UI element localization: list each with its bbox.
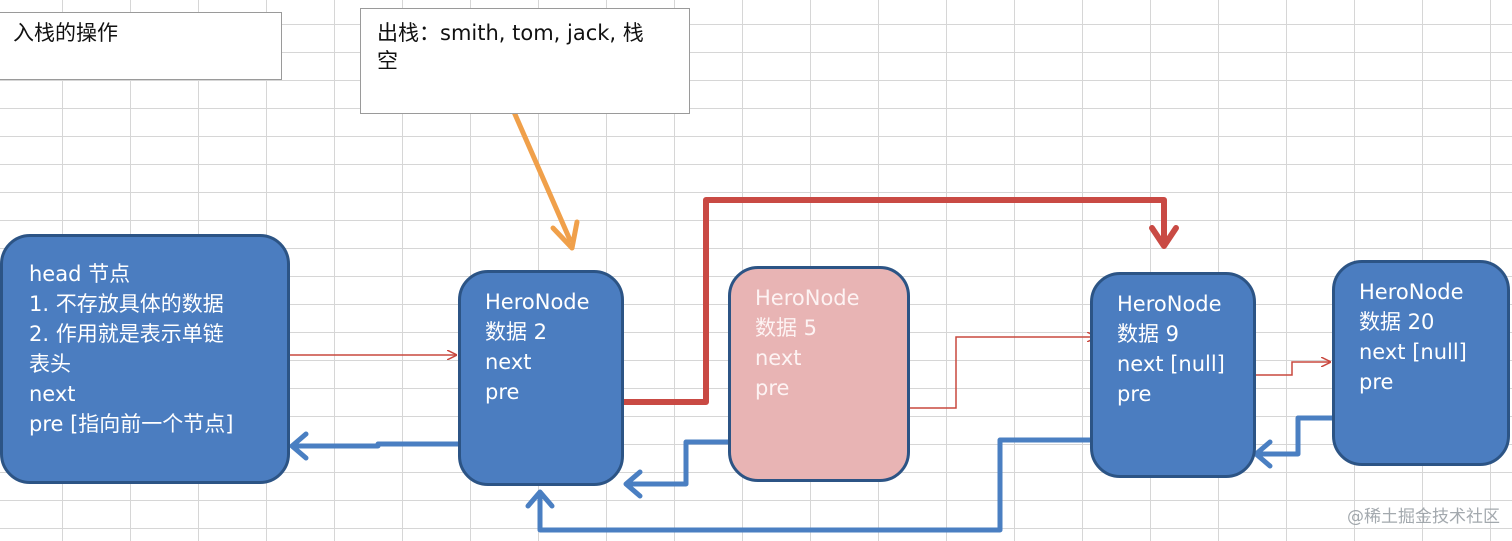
node9-pre-arrow: [525, 437, 1092, 533]
node-2-next: next: [485, 350, 532, 374]
hero-node-5-removed: HeroNode 数据 5 next pre: [728, 266, 910, 482]
node2-pre-arrow: [289, 431, 458, 461]
head-node-title: head 节点: [29, 262, 131, 286]
node-9-type: HeroNode: [1117, 292, 1222, 316]
node-5-data: 数据 5: [755, 316, 818, 340]
node-5-pre: pre: [755, 376, 790, 400]
node9-next-arrow: [1255, 362, 1330, 376]
head-node-next: next: [29, 382, 76, 406]
node-2-pre: pre: [485, 380, 520, 404]
head-node-desc-3: 表头: [29, 352, 71, 376]
node20-pre-arrow: [1253, 415, 1334, 469]
head-node: head 节点 1. 不存放具体的数据 2. 作用就是表示单链 表头 next …: [0, 234, 290, 484]
node-20-data: 数据 20: [1359, 310, 1435, 334]
push-note-title: 入栈的操作: [13, 21, 118, 45]
hero-node-9: HeroNode 数据 9 next [null] pre: [1090, 272, 1256, 478]
node-9-pre: pre: [1117, 382, 1152, 406]
pop-note-line-2: 空: [377, 49, 398, 73]
push-note: 入栈的操作: [0, 12, 282, 80]
node-20-pre: pre: [1359, 370, 1394, 394]
head-node-desc-2: 2. 作用就是表示单链: [29, 322, 224, 346]
node-5-type: HeroNode: [755, 286, 860, 310]
pop-note: 出栈：smith, tom, jack, 栈 空: [360, 8, 690, 114]
node-20-next: next [null]: [1359, 340, 1467, 364]
bypass-next-arrow: [604, 197, 1179, 405]
pop-note-line-1: 出栈：smith, tom, jack, 栈: [377, 21, 644, 45]
head-node-pre: pre [指向前一个节点]: [29, 412, 234, 436]
node-20-type: HeroNode: [1359, 280, 1464, 304]
node-2-data: 数据 2: [485, 320, 548, 344]
node-9-next: next [null]: [1117, 352, 1225, 376]
head-node-desc-1: 1. 不存放具体的数据: [29, 292, 224, 316]
hero-node-2: HeroNode 数据 2 next pre: [458, 270, 624, 486]
node-5-next: next: [755, 346, 802, 370]
hero-node-20: HeroNode 数据 20 next [null] pre: [1332, 260, 1510, 466]
node-9-data: 数据 9: [1117, 322, 1180, 346]
node-2-type: HeroNode: [485, 290, 590, 314]
watermark: @稀土掘金技术社区: [1347, 507, 1500, 527]
node5-pre-arrow: [623, 439, 758, 499]
